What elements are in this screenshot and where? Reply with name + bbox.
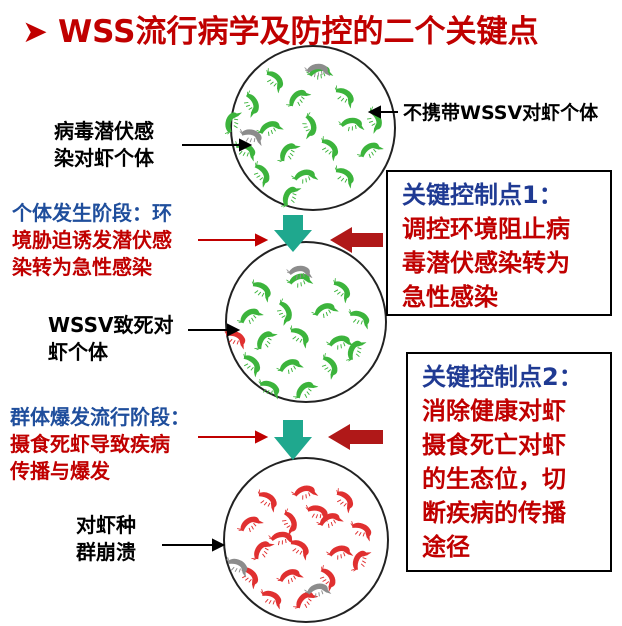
population-stage-arrow-head (255, 430, 269, 444)
control-point-1-head: 关键控制点1： (402, 181, 563, 209)
title-text: WSS流行病学及防控的二个关键点 (57, 14, 539, 50)
circle-infected-population (225, 241, 387, 403)
control-point-1-box: 关键控制点1： 调控环境阻止病 毒潜伏感染转为 急性感染 (386, 170, 612, 316)
individual-stage-label: 个体发生阶段：环 境胁迫诱发潜伏感 染转为急性感染 (12, 201, 172, 279)
down-arrow-icon (274, 420, 312, 460)
collapse-label: 对虾种 群崩溃 (76, 513, 136, 564)
control-point-2-head: 关键控制点2： (422, 363, 583, 391)
not-carrying-label: 不携带WSSV对虾个体 (403, 102, 599, 124)
left-arrow-icon (328, 424, 383, 450)
collapse-pointer-head (212, 538, 226, 552)
control-point-1-body: 调控环境阻止病 毒潜伏感染转为 急性感染 (402, 215, 570, 311)
control-point-2-box: 关键控制点2： 消除健康对虾 摄食死亡对虾 的生态位，切 断疾病的传播 途径 (406, 352, 612, 572)
individual-stage-arrow-head (255, 233, 269, 247)
control-point-2-body: 消除健康对虾 摄食死亡对虾 的生态位，切 断疾病的传播 途径 (422, 397, 566, 561)
chevron-icon: ➤ (22, 14, 48, 50)
population-stage-label: 群体爆发流行阶段： 摄食死虾导致疾病 传播与爆发 (10, 405, 190, 483)
wssv-dead-label: WSSV致死对 虾个体 (48, 313, 174, 364)
left-arrow-icon (330, 227, 383, 253)
page-title: ➤WSS流行病学及防控的二个关键点 (22, 6, 538, 51)
not-carrying-pointer-head (367, 105, 381, 119)
down-arrow-icon (274, 215, 312, 252)
latent-infection-label: 病毒潜伏感 染对虾个体 (54, 119, 154, 170)
latent-pointer-head (239, 138, 253, 152)
wssv-dead-pointer-head (227, 323, 241, 337)
